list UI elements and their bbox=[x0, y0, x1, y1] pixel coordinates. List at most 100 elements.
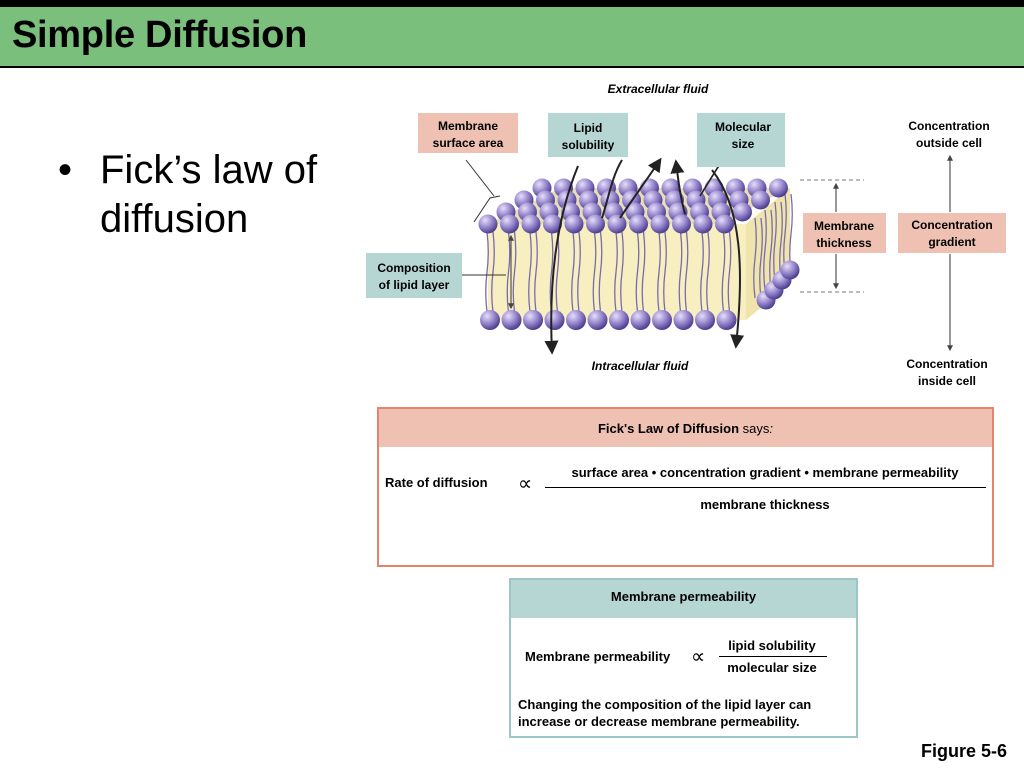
lipid-head bbox=[716, 310, 737, 330]
ficks-law-header-bold: Fick's Law of Diffusion bbox=[597, 421, 740, 436]
lipid-tail bbox=[773, 201, 777, 283]
diffusion-arrow-down-2 bbox=[711, 169, 745, 349]
figure-label: Figure 5-6 bbox=[921, 741, 1008, 761]
lipid-tail bbox=[753, 217, 757, 299]
lipid-head bbox=[501, 310, 522, 330]
lipid-head bbox=[673, 310, 694, 330]
surface-area-box bbox=[418, 113, 518, 153]
lipid-heads-bottom bbox=[480, 310, 737, 330]
diffusion-arrow-up-2 bbox=[619, 157, 662, 219]
lipid-tail bbox=[571, 231, 575, 313]
lipid-tail bbox=[763, 209, 767, 291]
lipid-tail bbox=[759, 217, 763, 299]
lipid-tail bbox=[779, 201, 783, 283]
molecular-size-label-1: Molecular bbox=[715, 120, 771, 134]
lipid-head bbox=[650, 214, 670, 234]
lipid-head bbox=[607, 214, 627, 234]
thickness-label-2: thickness bbox=[816, 236, 872, 250]
lipid-head bbox=[523, 310, 543, 330]
bullet-text: Fick’s law of diffusion bbox=[100, 148, 318, 241]
diffusion-arrow-up-1 bbox=[601, 159, 623, 219]
title-bar: Simple Diffusion bbox=[0, 0, 1024, 68]
lipid-heads-side bbox=[756, 260, 800, 310]
fraction-line bbox=[719, 656, 827, 657]
composition-label-2: of lipid layer bbox=[379, 278, 450, 292]
permeability-label: Membrane permeability bbox=[525, 649, 671, 664]
lipid-head bbox=[500, 214, 519, 234]
diffusion-arrow-down-1 bbox=[544, 165, 579, 355]
diffusion-arrow-up-3 bbox=[670, 159, 686, 215]
lipid-head bbox=[630, 310, 651, 330]
composition-label-1: Composition bbox=[377, 261, 450, 275]
lipid-head bbox=[564, 214, 584, 234]
fraction-line bbox=[545, 487, 986, 488]
lipid-tail bbox=[684, 231, 689, 313]
lipid-tail bbox=[549, 231, 554, 313]
ficks-law-header-colon: : bbox=[769, 421, 773, 436]
composition-box bbox=[366, 253, 462, 298]
gradient-label-2: gradient bbox=[928, 235, 975, 249]
proportional-symbol: ∝ bbox=[691, 644, 706, 668]
lipid-tail bbox=[528, 231, 532, 313]
thickness-label-1: Membrane bbox=[814, 219, 874, 233]
permeability-note: Changing the composition of the lipid la… bbox=[518, 697, 812, 729]
slide-title: Simple Diffusion bbox=[12, 14, 307, 56]
proportional-symbol: ∝ bbox=[518, 471, 533, 495]
permeability-header: Membrane permeability bbox=[511, 580, 856, 618]
surface-area-label-1: Membrane bbox=[438, 119, 498, 133]
lipid-head bbox=[693, 214, 713, 234]
lipid-tail bbox=[641, 231, 646, 313]
lipid-head bbox=[587, 310, 608, 330]
conc-outside-label-2: outside cell bbox=[916, 136, 982, 150]
lipid-head bbox=[629, 214, 648, 234]
lipid-head bbox=[780, 260, 800, 280]
lipid-head bbox=[478, 214, 498, 234]
lipid-tails bbox=[485, 193, 793, 313]
lipid-tail bbox=[620, 231, 624, 313]
lipid-head bbox=[751, 190, 770, 210]
bullet-item: • Fick’s law of diffusion bbox=[58, 146, 330, 244]
lipid-head bbox=[652, 310, 672, 330]
thickness-box bbox=[803, 213, 886, 253]
permeability-denominator: molecular size bbox=[727, 660, 817, 675]
lipid-solubility-label-2: solubility bbox=[562, 138, 615, 152]
lipid-tail bbox=[555, 231, 560, 313]
fick-numerator: surface area • concentration gradient • … bbox=[571, 465, 959, 480]
lipid-head bbox=[521, 214, 541, 234]
ficks-law-header-rest: says bbox=[739, 421, 770, 436]
molecular-size-box bbox=[697, 113, 785, 167]
membrane-diagram: Membrane surface area Lipid solubility M… bbox=[366, 82, 1006, 388]
lipid-head bbox=[586, 214, 605, 234]
lipid-tail bbox=[700, 231, 704, 313]
extracellular-label: Extracellular fluid bbox=[608, 82, 709, 96]
permeability-box: Membrane permeability Membrane permeabil… bbox=[509, 578, 858, 738]
gradient-box bbox=[898, 213, 1006, 253]
lipid-tail bbox=[534, 231, 538, 313]
lipid-head bbox=[733, 202, 752, 222]
lipid-tail bbox=[769, 209, 773, 291]
lipid-tail bbox=[657, 231, 661, 313]
lipid-tail bbox=[577, 231, 581, 313]
ficks-law-box: Fick's Law of Diffusion says: Rate of di… bbox=[377, 407, 994, 567]
conc-outside-label-1: Concentration bbox=[908, 119, 989, 133]
lipid-head bbox=[769, 178, 788, 198]
conc-inside-label-1: Concentration bbox=[906, 357, 987, 371]
permeability-numerator: lipid solubility bbox=[728, 638, 816, 653]
lipid-tail bbox=[721, 231, 726, 313]
molecular-size-label-2: size bbox=[732, 137, 755, 151]
lipid-tail bbox=[491, 231, 495, 313]
surface-area-leader bbox=[465, 159, 495, 197]
surface-area-label-2: surface area bbox=[433, 136, 504, 150]
lipid-tail bbox=[592, 231, 597, 313]
fick-denominator: membrane thickness bbox=[700, 497, 830, 512]
lipid-tail bbox=[727, 231, 732, 313]
lipid-head bbox=[543, 214, 562, 234]
bullet-dot: • bbox=[58, 148, 73, 192]
lipid-tail bbox=[635, 231, 640, 313]
lipid-tail bbox=[614, 231, 618, 313]
surface-area-bracket bbox=[473, 195, 501, 223]
lipid-solubility-box bbox=[548, 113, 628, 157]
lipid-tail bbox=[485, 231, 489, 313]
lipid-head bbox=[480, 310, 500, 330]
gradient-label-1: Concentration bbox=[911, 218, 992, 232]
